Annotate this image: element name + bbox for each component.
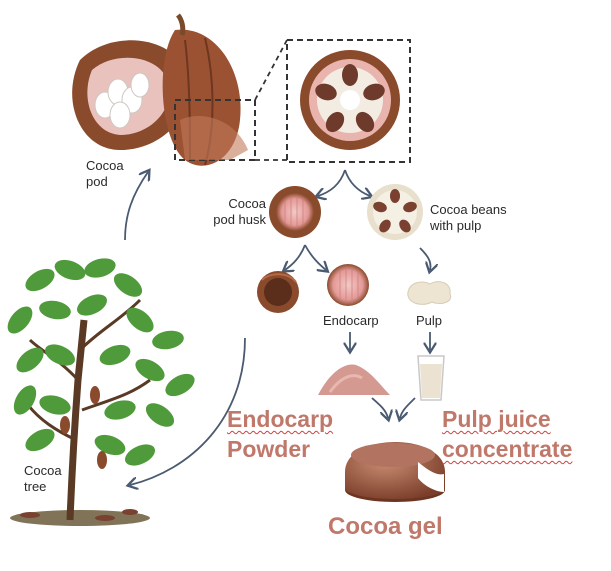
endocarp-label: Endocarp: [323, 313, 379, 328]
cross-section-icon: [254, 39, 411, 163]
pod-husk-icon: [269, 186, 321, 238]
pod-husk-label-line2: pod husk: [213, 212, 266, 227]
husk-piece-icon: [257, 271, 299, 313]
cocoa-pod-label-line2: pod: [86, 174, 108, 189]
cocoa-tree-label-line1: Cocoa: [24, 463, 62, 478]
endocarp-powder-icon: [318, 364, 390, 395]
cocoa-tree-label: Cocoa tree: [24, 463, 62, 495]
gel-arrows: [371, 397, 416, 418]
beans-label-line2: with pulp: [430, 218, 482, 233]
endocarp-powder-label: Endocarp Powder: [227, 404, 333, 464]
pulp-juice-line1: Pulp juice: [442, 406, 551, 432]
cocoa-tree-icon: [7, 258, 195, 526]
cocoa-gel-icon: [345, 442, 445, 502]
split-arrows: [318, 169, 370, 196]
pulp-icon: [407, 281, 452, 305]
tree-to-pod-arrow: [124, 172, 246, 485]
pod-husk-label: Cocoa pod husk: [208, 196, 266, 228]
endocarp-icon: [327, 264, 369, 306]
pod-husk-label-line1: Cocoa: [228, 196, 266, 211]
endocarp-powder-line2: Powder: [227, 436, 311, 462]
beans-with-pulp-label: Cocoa beans with pulp: [430, 202, 507, 234]
husk-arrows: [285, 244, 431, 270]
cocoa-gel-label: Cocoa gel: [328, 513, 443, 540]
pulp-label: Pulp: [416, 313, 443, 328]
cocoa-tree-label-line2: tree: [24, 479, 47, 494]
product-arrows: [350, 332, 430, 350]
beans-label-line1: Cocoa beans: [430, 202, 507, 217]
pulp-juice-concentrate-label: Pulp juice concentrate: [442, 404, 572, 464]
pulp-juice-line2: concentrate: [442, 436, 573, 462]
cocoa-pod-label-line1: Cocoa: [86, 158, 124, 173]
juice-glass-icon: [417, 355, 445, 401]
endocarp-powder-line1: Endocarp: [227, 406, 334, 432]
beans-with-pulp-icon: [367, 184, 423, 240]
cocoa-pod-label: Cocoa pod: [86, 158, 124, 190]
cocoa-pod-icon: [72, 13, 256, 166]
